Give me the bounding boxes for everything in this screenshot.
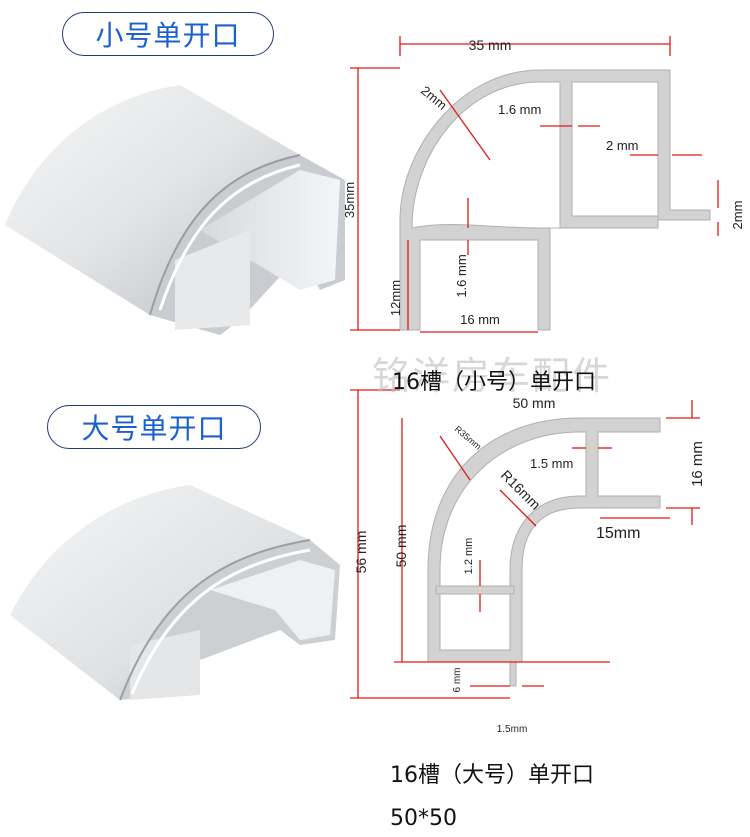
small-side-wall-dim: 2 mm xyxy=(606,138,639,153)
small-slot-wall-dim: 1.6 mm xyxy=(454,254,469,297)
large-title-label: 大号单开口 xyxy=(81,412,227,445)
large-outer-radius-dim: R35mm xyxy=(453,424,484,452)
large-side-width-dim: 15mm xyxy=(596,525,640,542)
large-total-height-dim: 56 mm xyxy=(353,531,369,574)
large-size-label: 50*50 xyxy=(390,806,457,831)
large-caption: 16槽（大号）单开口 xyxy=(390,763,594,788)
large-inner-wall-dim: 1.5 mm xyxy=(530,456,573,471)
small-title-label: 小号单开口 xyxy=(95,19,241,52)
small-profile-diagram: 35 mm 35mm 2mm 1.6 mm 2 mm 2mm 12mm 1.6 … xyxy=(342,36,745,333)
small-caption: 16槽（小号）单开口 xyxy=(392,370,596,395)
small-title-badge: 小号单开口 xyxy=(62,12,274,56)
small-width-dim: 35 mm xyxy=(469,37,512,53)
small-tab-dim: 2mm xyxy=(730,201,745,230)
large-side-height-dim: 16 mm xyxy=(689,441,706,487)
small-height-dim: 35mm xyxy=(342,182,357,218)
small-slot-width-dim: 16 mm xyxy=(460,312,500,327)
large-top-width-dim: 50 mm xyxy=(513,395,556,411)
small-profile-photo xyxy=(5,85,345,335)
small-radius-wall-dim: 2mm xyxy=(418,83,450,113)
large-profile-diagram: 50 mm R35mm R16mm 1.5 mm 16 mm 15mm 56 m… xyxy=(350,389,706,735)
watermark-text: 铭洋房车配件 xyxy=(372,354,613,398)
small-inner-wall-dim: 1.6 mm xyxy=(498,102,541,117)
large-slot-wall-dim: 1.2 mm xyxy=(463,538,475,575)
large-body-height-dim: 50 mm xyxy=(393,525,409,568)
large-slot-gap-dim: 1.5mm xyxy=(497,724,528,735)
large-title-badge: 大号单开口 xyxy=(47,405,261,449)
small-slot-depth-dim: 12mm xyxy=(388,280,403,316)
large-profile-photo xyxy=(10,485,340,701)
large-slot-depth-dim: 6 mm xyxy=(452,668,463,693)
